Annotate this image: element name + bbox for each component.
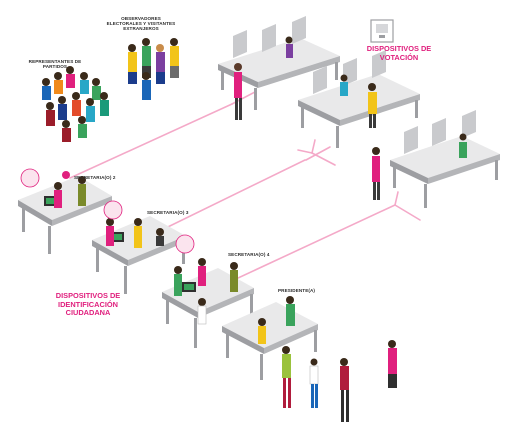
flow-arrow-5 — [311, 139, 316, 154]
voting-table-3 — [390, 110, 500, 208]
label-observers: OBSERVADORES ELECTORALES Y VISITANTES EX… — [106, 16, 176, 31]
voting-table-2 — [298, 50, 420, 148]
label-president: PRESIDENTE(A) — [278, 288, 316, 293]
observers-group — [128, 38, 179, 100]
citizen-queue — [282, 340, 397, 422]
flow-arrows — [69, 91, 421, 299]
id-table-3 — [162, 258, 254, 348]
id-table-1 — [18, 171, 112, 254]
label-secretary-3: SECRETARIA(O) 3 — [147, 210, 189, 215]
voting-device-icon — [370, 19, 394, 43]
title-id-devices: DISPOSITIVOS DE IDENTIFICACIÓN CIUDADANA — [55, 291, 121, 318]
id-table-4 — [222, 296, 318, 380]
label-party-representatives: REPRESENTANTES DE PARTIDOS — [28, 59, 82, 69]
flow-arrow-10 — [305, 146, 331, 161]
booth-voters — [234, 36, 467, 200]
party-representatives-group — [42, 66, 109, 142]
label-secretary-4: SECRETARIA(O) 4 — [228, 252, 270, 257]
title-voting-devices: DISPOSITIVOS DE VOTACIÓN — [366, 44, 432, 62]
label-secretary-2: SECRETARIA(O) 2 — [74, 175, 116, 180]
flow-arrow-7 — [394, 204, 421, 221]
fingerprint-badges — [20, 168, 195, 254]
flow-arrow-1 — [69, 103, 233, 179]
flow-arrow-4 — [297, 149, 313, 154]
flow-arrow-8 — [394, 191, 399, 206]
id-table-2 — [92, 216, 186, 294]
